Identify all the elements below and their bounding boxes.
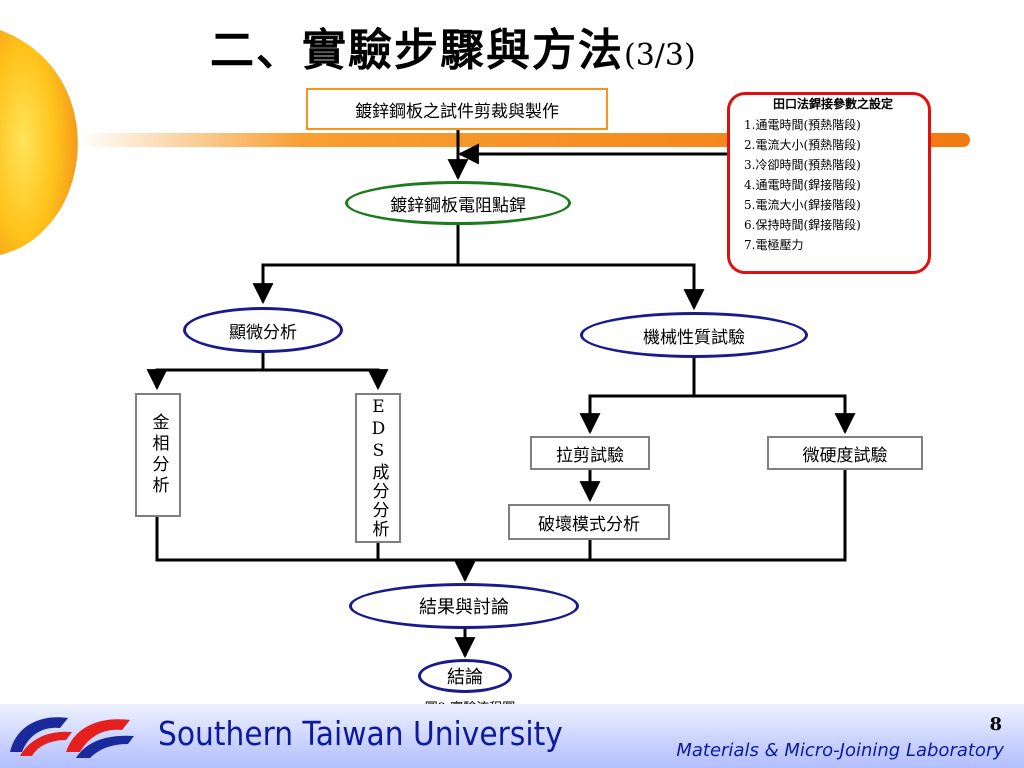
footer-bar: [0, 704, 1024, 768]
node-results: 結果與討論: [349, 583, 579, 629]
parameter-item: 4.通電時間(銲接階段): [744, 178, 861, 192]
connector-mech-split: [579, 358, 696, 435]
connector-weld-split: [252, 223, 460, 305]
node-metallo: 金相分析: [135, 393, 181, 517]
title-main: 二、實驗步驟與方法: [210, 25, 624, 76]
node-weld-label: 鍍鋅鋼板電阻點銲: [390, 195, 526, 216]
node-mech: 機械性質試驗: [580, 312, 808, 358]
connector-micro-to-eds: [263, 368, 389, 391]
parameter-list: 1.通電時間(預熱階段) 2.電流大小(預熱階段) 3.冷卻時間(預熱階段) 4…: [744, 115, 922, 255]
parameter-item: 1.通電時間(預熱階段): [744, 118, 861, 132]
node-results-label: 結果與討論: [419, 597, 509, 618]
node-hardness: 微硬度試驗: [767, 436, 923, 470]
node-prep-label: 鍍鋅鋼板之試件剪裁與製作: [355, 101, 559, 122]
parameter-item: 5.電流大小(銲接階段): [744, 198, 861, 212]
connector-mech-to-hardness: [694, 394, 856, 435]
parameter-item: 7.電極壓力: [744, 238, 804, 252]
node-prep: 鍍鋅鋼板之試件剪裁與製作: [306, 88, 608, 130]
parameter-panel: 田口法銲接參數之設定 1.通電時間(預熱階段) 2.電流大小(預熱階段) 3.冷…: [727, 92, 931, 274]
title-suffix: (3/3): [624, 38, 696, 73]
node-weld: 鍍鋅鋼板電阻點銲: [345, 181, 571, 225]
node-tensile-label: 拉剪試驗: [556, 445, 624, 466]
laboratory-name: Materials & Micro-Joining Laboratory: [676, 740, 1004, 761]
node-hardness-label: 微硬度試驗: [802, 445, 888, 466]
node-mech-label: 機械性質試驗: [643, 327, 745, 348]
slide-title: 二、實驗步驟與方法(3/3): [210, 14, 850, 80]
node-metallo-label: 金相分析: [148, 413, 169, 497]
parameter-panel-title: 田口法銲接參數之設定: [772, 97, 893, 111]
node-fracture-label: 破壞模式分析: [538, 514, 640, 535]
orange-arc-decoration: [0, 30, 78, 255]
university-logo-icon: [10, 717, 134, 758]
node-tensile: 拉剪試驗: [530, 436, 650, 470]
node-eds: EDS成分分析: [355, 393, 401, 543]
collector-line: [155, 470, 847, 562]
university-name: Southern Taiwan University: [158, 714, 563, 753]
connector-weld-to-mech: [458, 263, 705, 311]
node-micro-label: 顯微分析: [229, 322, 297, 343]
connector-micro-split: [146, 352, 265, 391]
node-eds-label: EDS成分分析: [368, 397, 389, 539]
node-micro: 顯微分析: [183, 307, 343, 353]
node-conclusion-label: 結論: [447, 667, 483, 688]
node-conclusion: 結論: [418, 659, 512, 693]
parameter-item: 3.冷卻時間(預熱階段): [744, 158, 861, 172]
parameter-item: 2.電流大小(預熱階段): [744, 138, 861, 152]
node-fracture: 破壞模式分析: [508, 504, 670, 540]
parameter-item: 6.保持時間(銲接階段): [744, 218, 861, 232]
page-number: 8: [989, 714, 1002, 735]
